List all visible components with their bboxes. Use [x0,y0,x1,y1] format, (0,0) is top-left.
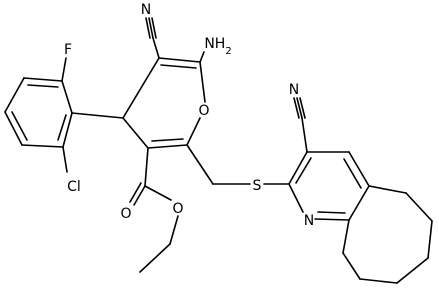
bond-ph-6 [62,112,73,148]
bond-ch-4 [396,257,429,284]
label-ester-carbonyl-o: O [120,206,131,222]
bond-nitrile-top-triple-2 [145,17,151,39]
bond-nitrile-top-triple-1 [148,17,154,39]
bond-ch-7 [342,219,350,254]
label-chloro: Cl [67,179,81,195]
bond-o1-c2 [186,117,201,146]
bond-c2-c3 [147,144,188,149]
bond-lines [4,17,433,284]
bond-c5-cn [152,37,160,59]
label-pyridine-nitrile-n: N [289,82,299,98]
bond-py-c2-c3-double [295,157,312,184]
bond-ph-f [61,57,67,82]
label-thioether-s: S [253,178,262,194]
bond-c3-cester [144,147,149,187]
label-ester-o: O [172,201,183,217]
bond-ch-3 [427,220,433,259]
bond-ph-2 [23,77,63,82]
bond-py-c4-c4a [348,151,370,187]
bond-c5-c6 [158,57,201,63]
bond-cester-o-carbonyl [133,185,146,206]
label-amino: NH2 [204,36,231,57]
bond-cester-o [144,185,172,201]
bond-py-nitrile-triple-2 [293,97,300,119]
bond-py-c9a-n-double [317,211,346,214]
label-pyridine-n: N [304,213,314,229]
bond-ph-1 [61,80,73,114]
bond-ph-4 [4,111,23,146]
bond-c5-c6-double [160,64,197,69]
bond-ch-6 [342,252,361,280]
bond-c4-aryl [71,112,124,119]
bond-py-c9a-n [314,218,350,221]
bond-ch-2 [405,192,433,222]
atom-labels: N NH2 F Cl O O O S N N [64,2,314,229]
bond-ph-5 [21,144,64,148]
bond-c2-c3-double [151,138,184,142]
bond-py-n-c2 [288,183,304,213]
bond-py-cn [301,117,308,153]
bond-c2-ch2 [186,144,214,185]
bond-o-ch2 [169,215,179,245]
bond-ph-4-double [11,111,28,141]
bond-c6-nh2 [199,51,205,63]
label-nitrile-n-top: N [141,2,151,18]
bond-c3-c4 [122,117,149,149]
bond-ph-cl [62,146,68,173]
bond-ch-1 [368,185,407,194]
bond-py-c4a-c9a [348,185,370,221]
bond-py-c2-c3 [288,151,308,185]
bond-cester-o-carbonyl-double [129,182,142,203]
bond-ch2-ch3 [139,243,171,273]
bond-c4-c5 [122,57,160,119]
bond-py-nitrile-triple-3 [299,97,306,119]
bond-ch-5 [359,278,398,284]
bond-py-c4-c4a-double [343,158,362,189]
bond-ph-3 [4,77,25,113]
bond-c6-o1 [199,61,206,103]
bond-ph-2-double [27,84,59,88]
bond-nitrile-top-triple-3 [151,17,157,39]
bond-py-nitrile-triple-1 [296,97,303,119]
label-pyran-oxygen: O [198,103,209,119]
label-fluoro: F [64,42,72,58]
bond-ph-6-double [57,114,67,141]
